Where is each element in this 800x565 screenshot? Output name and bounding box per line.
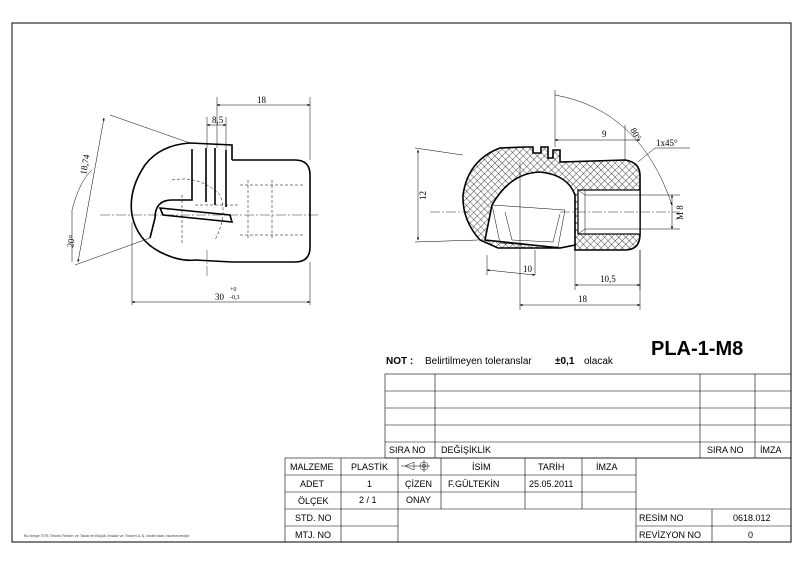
dim-m8: M 8	[675, 205, 685, 220]
rev-degisiklik: DEĞİŞİKLİK	[441, 445, 491, 455]
revizyon-no-value: 0	[748, 530, 753, 540]
cizen-date: 25.05.2011	[529, 479, 573, 489]
rev-imza: İMZA	[760, 445, 782, 455]
mtj-no-label: MTJ. NO	[295, 530, 331, 540]
imza-header: İMZA	[596, 462, 618, 472]
dim-9: 9	[602, 129, 607, 139]
title-block: MALZEME PLASTİK İSİM TARİH İMZA ADET 1 Ç…	[284, 457, 792, 543]
dim-18-left: 18	[257, 95, 267, 105]
olcek-label: ÖLÇEK	[298, 496, 329, 506]
note-label: NOT :	[386, 356, 413, 367]
sheet-border	[11, 22, 792, 543]
olcek-value: 2 / 1	[359, 495, 377, 505]
projection-symbol-icon	[401, 460, 430, 472]
note-suffix: olacak	[584, 356, 614, 367]
left-view: 18 8,5 18,74 20° 30 +0 -0,3	[65, 95, 318, 305]
resim-no-value: 0618.012	[733, 513, 771, 523]
dim-8-5: 8,5	[212, 115, 224, 125]
cizen-name: F.GÜLTEKİN	[448, 479, 499, 489]
adet-value: 1	[367, 479, 372, 489]
dim-angle-20: 20°	[65, 234, 77, 249]
dim-12: 12	[418, 191, 428, 200]
malzeme-label: MALZEME	[290, 462, 334, 472]
isim-header: İSİM	[472, 462, 491, 472]
footer-text: Bu belge STB Teknik Resim ve Tasarım Büy…	[24, 533, 190, 538]
dim-chamfer: 1x45°	[656, 138, 678, 148]
rev-sira-no: SIRA NO	[389, 445, 426, 455]
dim-10: 10	[523, 264, 533, 274]
malzeme-value: PLASTİK	[351, 462, 388, 472]
adet-label: ADET	[300, 479, 325, 489]
revision-table: SIRA NO DEĞİŞİKLİK SIRA NO İMZA	[384, 373, 792, 459]
resim-no-label: RESİM NO	[639, 513, 684, 523]
right-view: 80° 9 1x45° 12 M 8 10 10,5 18	[414, 90, 690, 310]
rev-sira-no-2: SIRA NO	[707, 445, 744, 455]
cizen-label: ÇİZEN	[405, 479, 432, 489]
tol-upper: +0	[230, 287, 236, 293]
dim-18-74: 18,74	[78, 153, 91, 175]
revizyon-no-label: REVİZYON NO	[639, 530, 701, 540]
dim-10-5: 10,5	[600, 274, 616, 284]
onay-label: ONAY	[406, 495, 431, 505]
tol-lower: -0,3	[230, 295, 240, 301]
std-no-label: STD. NO	[295, 513, 332, 523]
dim-18-right: 18	[578, 294, 588, 304]
tarih-header: TARİH	[538, 462, 564, 472]
note-text: Belirtilmeyen toleranslar	[425, 356, 532, 367]
dim-30: 30	[215, 292, 225, 302]
note-tolerance: ±0,1	[555, 356, 575, 367]
drawing-title: PLA-1-M8	[651, 338, 743, 360]
